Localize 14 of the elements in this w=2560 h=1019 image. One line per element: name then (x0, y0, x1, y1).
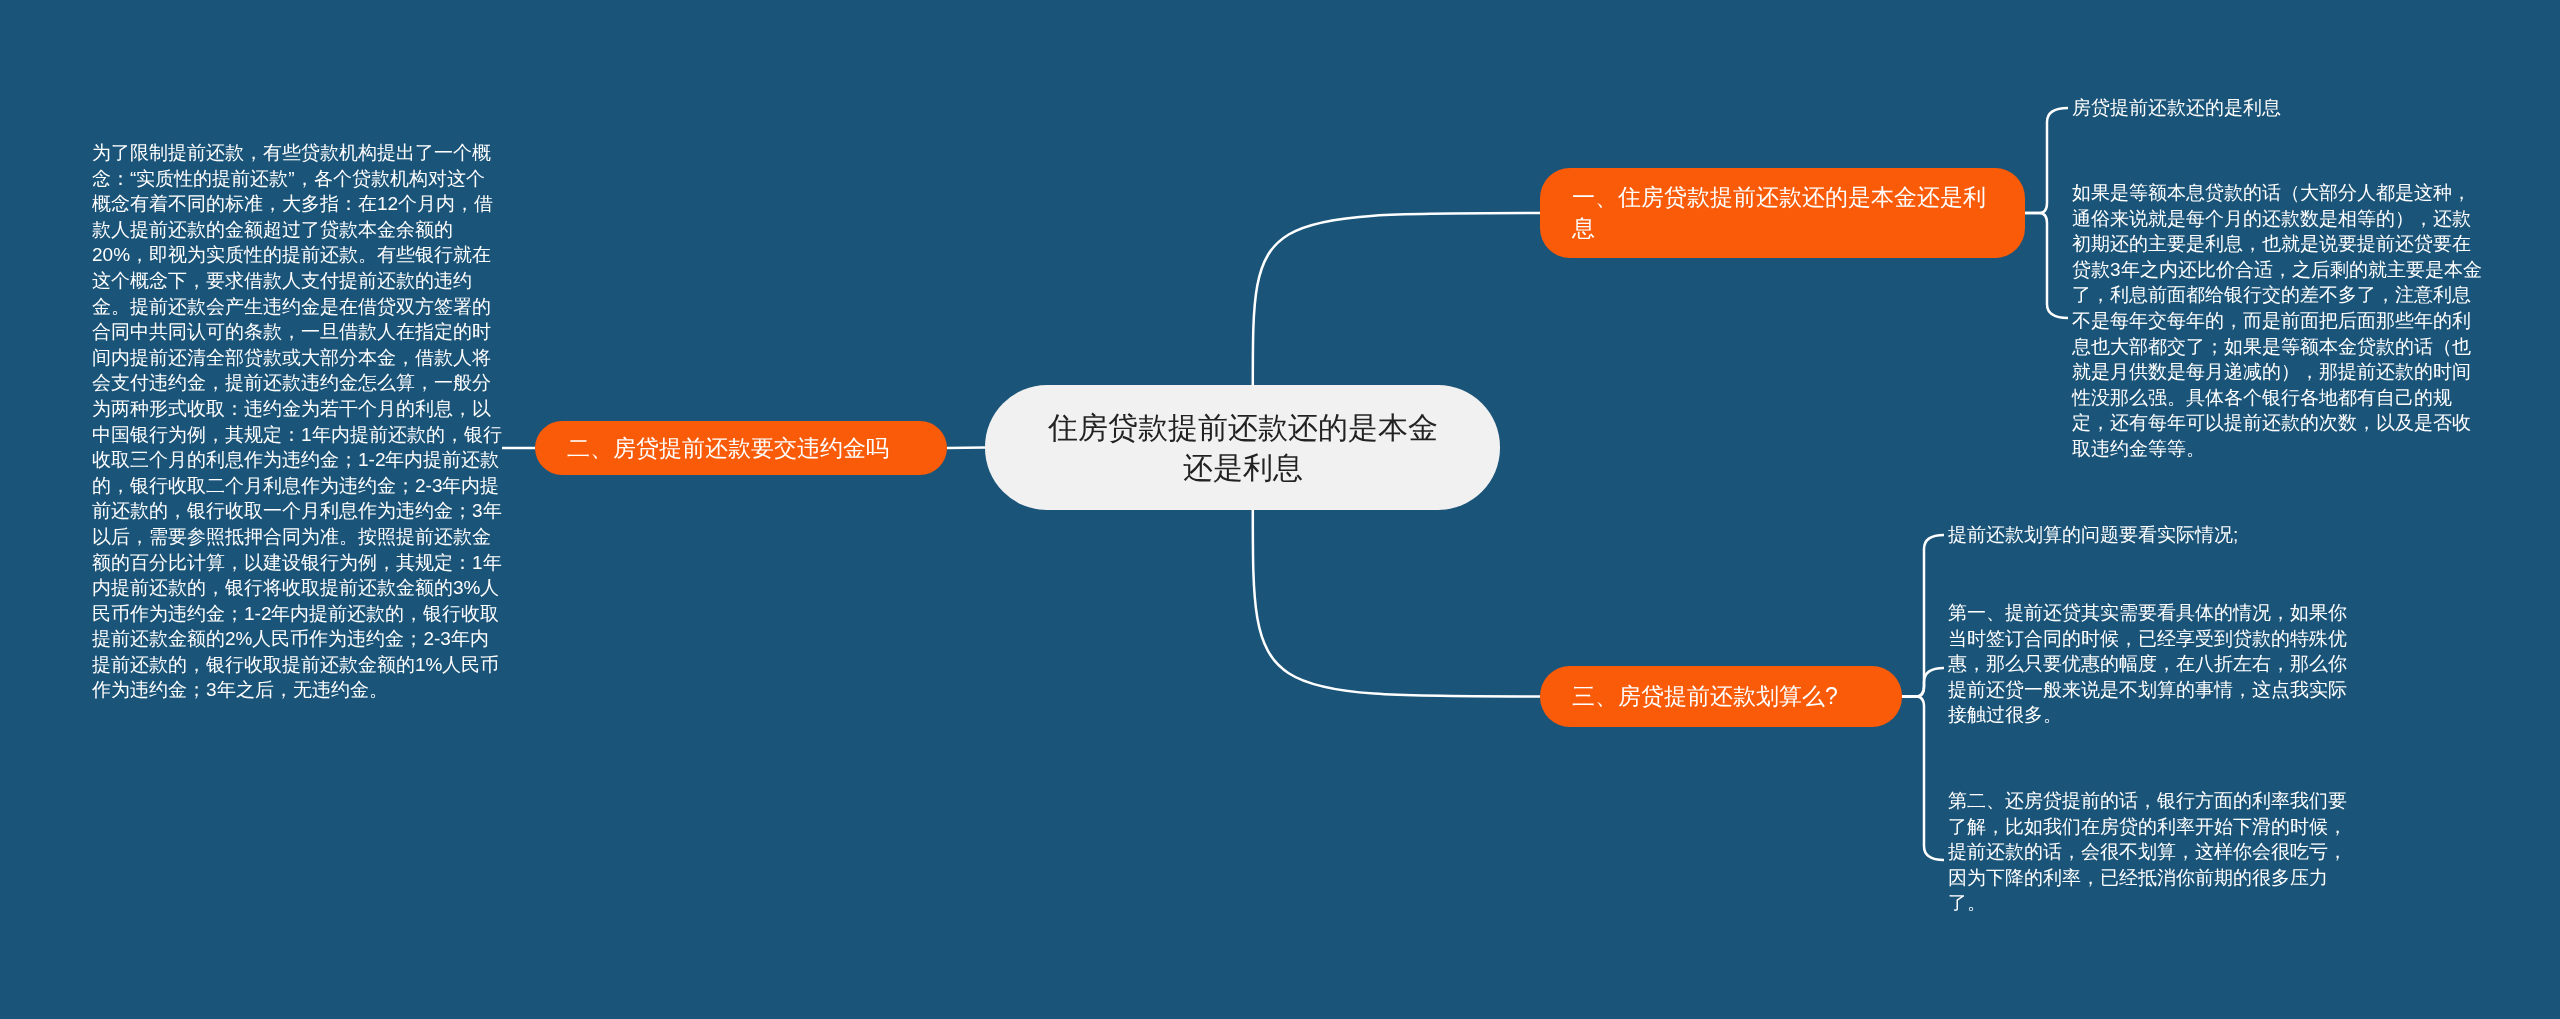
note-text: 第一、提前还贷其实需要看具体的情况，如果你当时签订合同的时候，已经享受到贷款的特殊优惠，那么只要优惠的幅度，在八折左右，那么你提前还贷一般来说是不划算的事情，这点我实际接触过很多。 (1948, 600, 2358, 728)
connector-line (502, 446, 535, 450)
note-text: 第二、还房贷提前的话，银行方面的利率我们要了解，比如我们在房贷的利率开始下滑的时候，提前还款的话，会很不划算，这样你会很吃亏，因为下降的利率，已经抵消你前期的很多压力了。 (1948, 788, 2358, 916)
branch-topic: 三、房贷提前还款划算么? (1540, 666, 1902, 727)
connector-line (947, 446, 985, 450)
note-text: 如果是等额本息贷款的话（大部分人都是这种，通俗来说就是每个月的还款数是相等的），还款初期还的主要是利息，也就是说要提前还贷要在贷款3年之内还比价合适，之后剩的就主要是本金了，利息前面都给银行交的差不多了，注意利息不是每年交每年的，而是前面把后面那些年的利息也大部都交了；如果是等额本金贷款的话（也就是月供数是每月递减的），那提前还款的时间性没那么强。具体各个银行各地都有自己的规定，还有每年可以提前还款的次数，以及是否收取违约金等等。 (2072, 180, 2482, 462)
note-text: 房贷提前还款还的是利息 (2072, 95, 2482, 121)
connector-line (1251, 510, 1540, 698)
central-topic: 住房贷款提前还款还的是本金还是利息 (985, 385, 1500, 510)
branch-topic: 一、住房贷款提前还款还的是本金还是利息 (1540, 168, 2025, 258)
branch-topic: 二、房贷提前还款要交违约金吗 (535, 421, 947, 475)
note-text: 提前还款划算的问题要看实际情况; (1948, 522, 2358, 548)
connector-line (1251, 211, 1540, 385)
note-text: 为了限制提前还款，有些贷款机构提出了一个概念：“实质性的提前还款”，各个贷款机构对这个概念有着不同的标准，大多指：在12个月内，借款人提前还款的金额超过了贷款本金余额的20%，即视为实质性的提前还款。有些银行就在这个概念下，要求借款人支付提前还款的违约金。提前还款会产生违约金是在借贷双方签署的合同中共同认可的条款，一旦借款人在指定的时间内提前还清全部贷款或大部分本金，借款人将会支付违约金，提前还款违约金怎么算，一般分为两种形式收取：违约金为若干个月的利息，以中国银行为例，其规定：1年内提前还款的，银行收取三个月的利息作为违约金；1-2年内提前还款的，银行收取二个月利息作为违约金；2-3年内提前还款的，银行收取一个月利息作为违约金；3年以后，需要参照抵押合同为准。按照提前还款金额的百分比计算，以建设银行为例，其规定：1年内提前还款的，银行将收取提前还款金额的3%人民币作为违约金；1-2年内提前还款的，银行收取提前还款金额的2%人民币作为违约金；2-3年内提前还款的，银行收取提前还款金额的1%人民币作为违约金；3年之后，无违约金。 (92, 140, 502, 704)
